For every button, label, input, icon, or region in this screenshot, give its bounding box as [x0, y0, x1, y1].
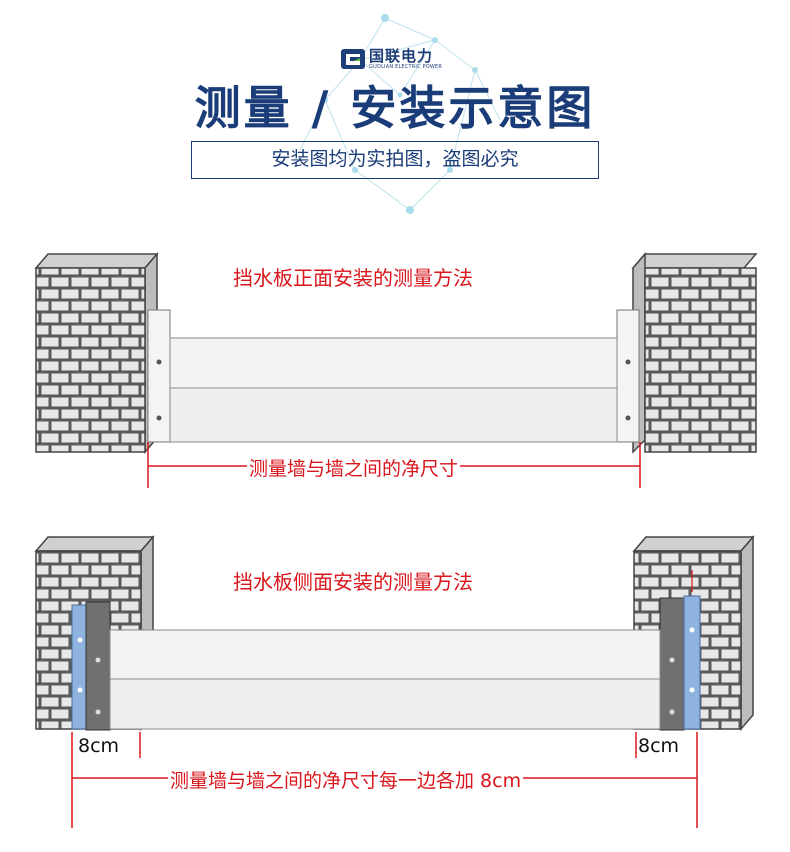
- right-brick-wall: [631, 251, 758, 454]
- page-title: 测量 / 安装示意图: [194, 81, 596, 135]
- left-side-rail: [71, 601, 111, 731]
- logo-chinese-name: 国联电力: [369, 47, 434, 65]
- left-brick-wall: [34, 251, 159, 455]
- right-offset-label: 8cm: [638, 735, 680, 757]
- left-offset-label: 8cm: [78, 735, 120, 757]
- network-graphic: [300, 14, 500, 214]
- side-dimension-label: 测量墙与墙之间的净尺寸每一边各加 8cm: [168, 766, 524, 793]
- front-install-caption: 挡水板正面安装的测量方法: [233, 266, 473, 290]
- right-bracket: [616, 309, 640, 443]
- flood-barrier-panels-side: [109, 629, 661, 730]
- flood-barrier-panels: [169, 337, 618, 443]
- logo-english-name: GUOLIAN ELECTRIC POWER: [369, 64, 443, 70]
- right-side-rail: [659, 570, 701, 731]
- side-install-caption: 挡水板侧面安装的测量方法: [233, 570, 473, 594]
- front-dimension-label: 测量墙与墙之间的净尺寸: [247, 454, 461, 481]
- brand-logo: 国联电力 GUOLIAN ELECTRIC POWER: [340, 44, 442, 74]
- logo-mark-icon: [341, 49, 365, 69]
- subtitle-notice: 安装图均为实拍图，盗图必究: [191, 141, 599, 179]
